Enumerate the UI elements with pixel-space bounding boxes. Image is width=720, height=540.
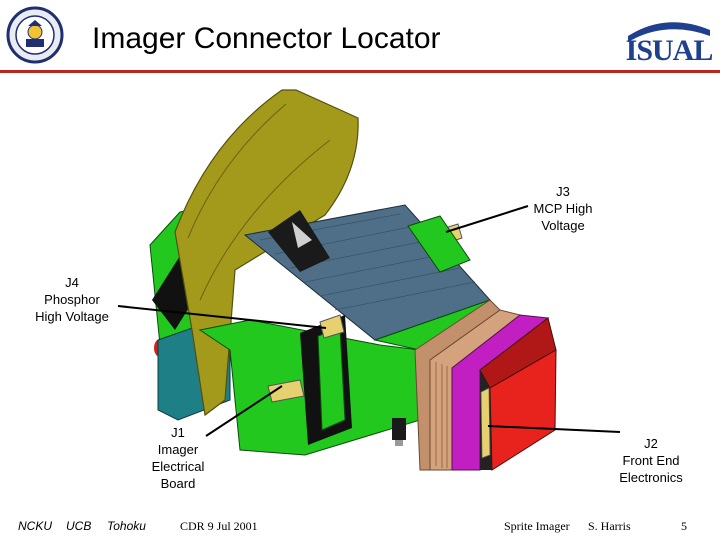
footer-org-ncku: NCKU: [18, 519, 53, 533]
label-j1-line1: J1: [171, 425, 185, 440]
label-j2-line1: J2: [644, 436, 658, 451]
label-j4: J4 Phosphor High Voltage: [20, 274, 124, 325]
page-number: 5: [681, 519, 687, 533]
footer-author: S. Harris: [588, 519, 631, 533]
footer-org-tohoku: Tohoku: [107, 519, 146, 533]
label-j4-line1: J4: [65, 275, 79, 290]
university-seal: [6, 6, 64, 64]
label-j1: J1 Imager Electrical Board: [142, 424, 214, 492]
label-j2: J2 Front End Electronics: [606, 435, 696, 486]
label-j3-line3: Voltage: [541, 218, 585, 233]
label-j4-line2: Phosphor: [44, 292, 100, 307]
footer-topic: Sprite Imager: [504, 519, 570, 533]
label-j3-line1: J3: [556, 184, 570, 199]
label-j1-line2: Imager: [157, 442, 199, 457]
footer-org-ucb: UCB: [66, 519, 92, 533]
footer-review-date: CDR 9 Jul 2001: [180, 519, 258, 533]
label-j3: J3 MCP High Voltage: [524, 183, 602, 234]
isual-logo: ISUAL: [626, 22, 712, 64]
title-rule: [0, 70, 720, 73]
label-j2-line3: Electronics: [619, 470, 683, 485]
label-j1-line4: Board: [160, 476, 196, 491]
imager-cad-rendering: [117, 89, 621, 471]
svg-text:ISUAL: ISUAL: [626, 34, 712, 64]
label-j4-line3: High Voltage: [35, 309, 109, 324]
slide-title: Imager Connector Locator: [92, 22, 441, 55]
label-j2-line2: Front End: [622, 453, 680, 468]
label-j3-line2: MCP High: [533, 201, 593, 216]
label-j1-line3: Electrical: [151, 459, 205, 474]
